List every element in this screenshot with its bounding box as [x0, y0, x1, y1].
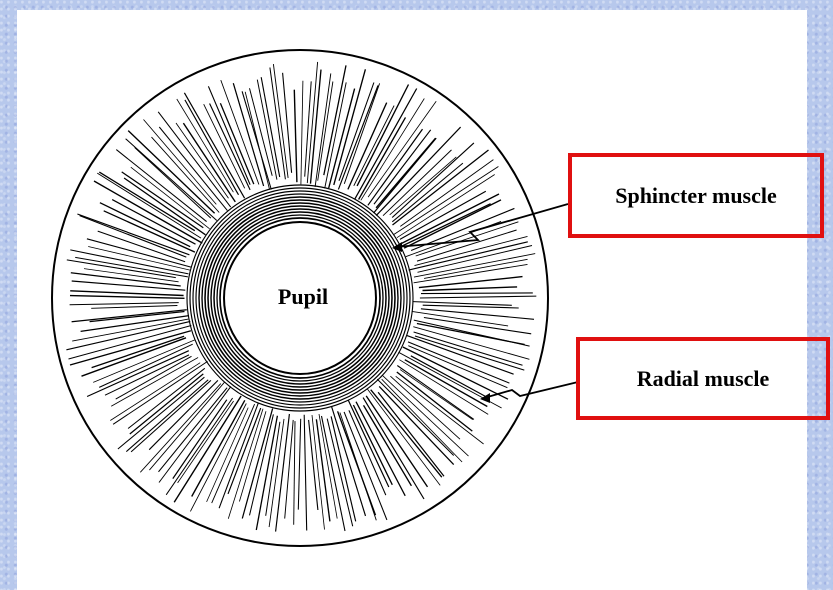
radial-fiber: [421, 293, 533, 294]
radial-muscle-label: Radial muscle: [637, 366, 770, 392]
sphincter-muscle-callout: Sphincter muscle: [568, 153, 824, 238]
pupil-label: Pupil: [278, 284, 328, 310]
radial-muscle-callout: Radial muscle: [576, 337, 830, 420]
sphincter-muscle-label: Sphincter muscle: [615, 183, 777, 209]
